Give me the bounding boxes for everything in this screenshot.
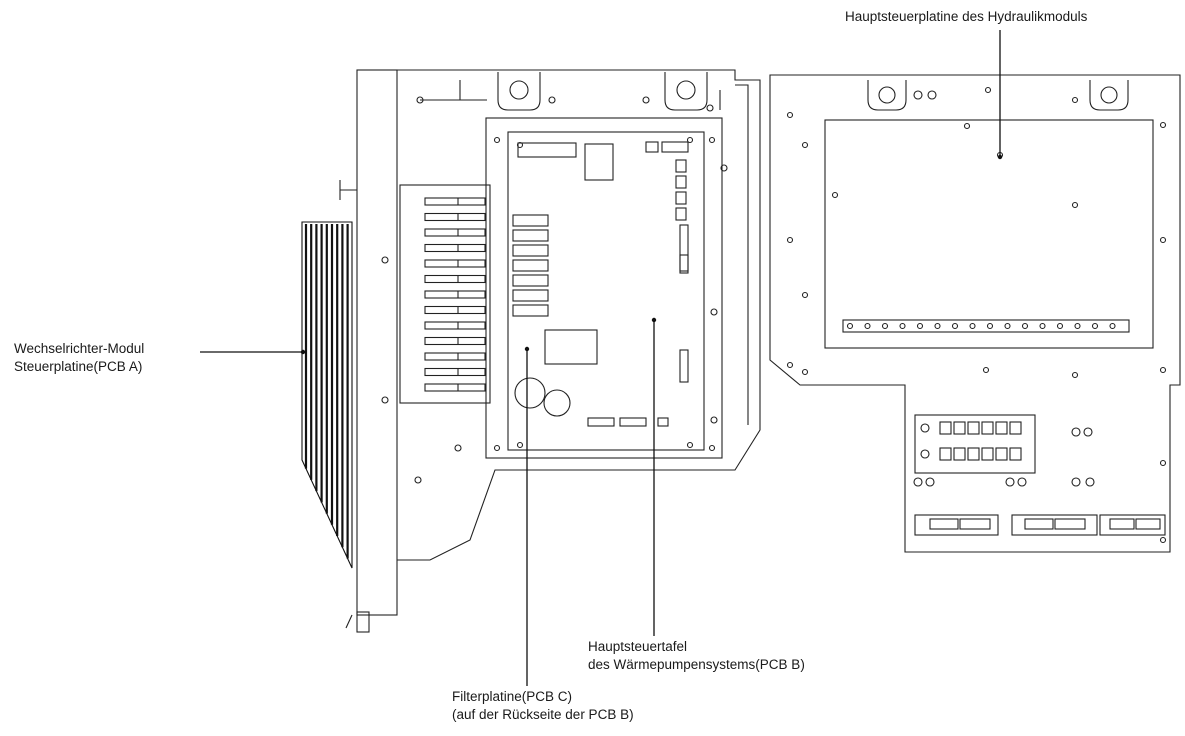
terminal-cell: [939, 447, 952, 461]
strip-hole: [986, 322, 994, 330]
chassis-plate: [397, 69, 761, 561]
label-heatpump-board: Hauptsteuertafel des Wärmepumpensystems(…: [588, 638, 805, 674]
terminal-cell: [995, 421, 1008, 435]
terminal-cell: [981, 421, 994, 435]
pcb-connector: [512, 259, 549, 272]
terminal-cell: [967, 421, 980, 435]
pcb-b-board: [485, 117, 723, 459]
strip-hole: [1074, 322, 1081, 330]
louvre-slot: [424, 212, 486, 222]
label-hydraulic-text: Hauptsteuerplatine des Hydraulikmoduls: [845, 9, 1088, 24]
strip-hole: [969, 322, 976, 330]
louvre-slots: [424, 197, 486, 392]
strip-hole: [1056, 322, 1064, 330]
left-connectors: [512, 214, 549, 317]
heat-sink: [301, 221, 353, 569]
louvre-slot: [424, 290, 486, 299]
label-filter-line1: Filterplatine(PCB C): [452, 689, 573, 704]
label-heatpump-line2: des Wärmepumpensystems(PCB B): [588, 657, 805, 672]
right-connectors: [675, 159, 689, 274]
pcb-connector: [512, 229, 549, 242]
label-inverter-module: Wechselrichter-Modul Steuerplatine(PCB A…: [14, 340, 144, 376]
terminal-screw: [920, 449, 930, 459]
terminal-strip-holes: [846, 322, 1116, 330]
terminal-cell: [1009, 421, 1022, 435]
louvre-block: [399, 184, 491, 404]
strip-hole: [864, 322, 871, 330]
pcb-connector: [679, 254, 689, 272]
pcb-connector: [512, 244, 549, 257]
louvre-slot: [424, 274, 486, 284]
pcb-connector: [512, 289, 549, 302]
pcb-connector: [675, 175, 687, 189]
label-filter-board: Filterplatine(PCB C) (auf der Rückseite …: [452, 688, 634, 724]
louvre-slot: [424, 321, 486, 330]
label-inverter-line1: Wechselrichter-Modul: [14, 341, 145, 356]
louvre-slot: [424, 197, 486, 206]
louvre-slot: [424, 383, 486, 392]
terminal-screw: [920, 423, 930, 433]
label-heatpump-line1: Hauptsteuertafel: [588, 639, 688, 654]
terminal-cell: [953, 421, 966, 435]
label-hydraulic-board: Hauptsteuerplatine des Hydraulikmoduls: [845, 8, 1087, 26]
pcb-connector: [675, 159, 687, 173]
strip-hole: [951, 322, 959, 330]
strip-hole: [1109, 322, 1116, 330]
louvre-slot: [424, 336, 486, 346]
strip-hole: [899, 322, 906, 330]
louvre-slot: [424, 228, 486, 237]
label-inverter-line2: Steuerplatine(PCB A): [14, 359, 143, 374]
strip-hole: [934, 322, 941, 330]
louvre-slot: [424, 243, 486, 253]
hydraulic-module-plate: [769, 74, 1181, 553]
terminal-cell: [981, 447, 994, 461]
strip-hole: [1021, 322, 1029, 330]
leader-lines: [200, 30, 1003, 686]
pcb-connector: [679, 224, 689, 274]
strip-hole: [1091, 322, 1099, 330]
terminal-cell: [939, 421, 952, 435]
terminal-cell: [953, 447, 966, 461]
front-panel: [339, 69, 398, 633]
label-filter-line2: (auf der Rückseite der PCB B): [452, 707, 634, 722]
terminal-cell: [1009, 447, 1022, 461]
pcb-connector: [675, 191, 687, 205]
strip-hole: [1039, 322, 1046, 330]
pcb-connector: [512, 274, 549, 287]
terminal-cell: [995, 447, 1008, 461]
terminal-cell: [967, 447, 980, 461]
strip-hole: [846, 322, 854, 330]
terminal-blocks: [920, 421, 1022, 461]
louvre-slot: [424, 367, 486, 377]
pcb-connector: [512, 304, 549, 317]
strip-hole: [881, 322, 889, 330]
louvre-slot: [424, 259, 486, 268]
strip-hole: [1004, 322, 1011, 330]
pcb-connector: [675, 207, 687, 221]
louvre-slot: [424, 352, 486, 361]
pcb-connector: [512, 214, 549, 227]
strip-hole: [916, 322, 924, 330]
heat-sink-fins: [304, 224, 349, 559]
louvre-slot: [424, 305, 486, 315]
